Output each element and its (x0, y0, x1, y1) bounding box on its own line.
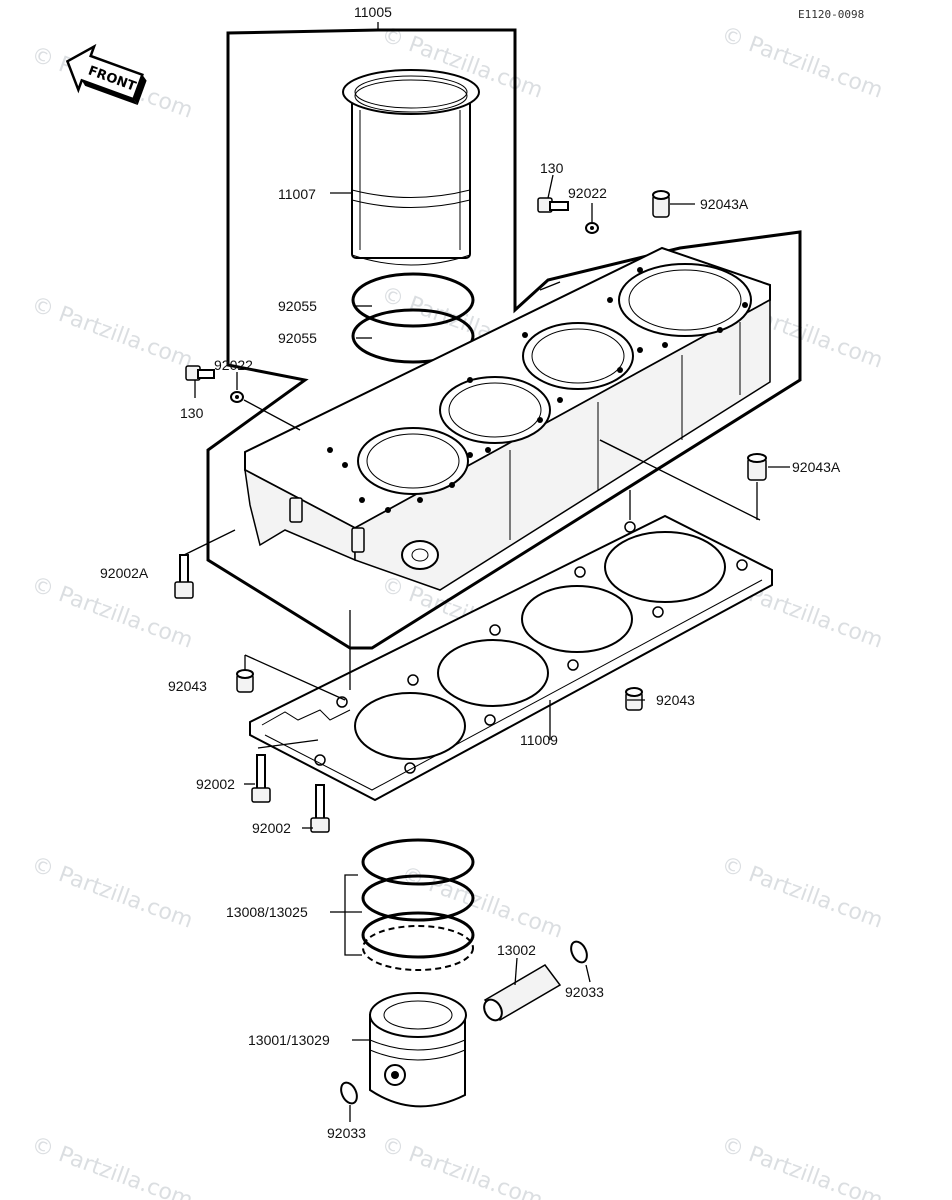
label-13008-13025: 13008/13025 (226, 904, 308, 920)
diagram-code: E1120-0098 (798, 8, 864, 21)
watermark: © Partzilla.com (718, 852, 886, 934)
bolt-92002A (174, 554, 194, 599)
o-rings (351, 272, 475, 364)
cylinder-liner (342, 69, 480, 266)
label-13002: 13002 (497, 942, 536, 958)
label-92043A-top: 92043A (700, 196, 749, 212)
label-92022-top: 92022 (568, 185, 607, 201)
watermark: © Partzilla.com (378, 1132, 546, 1200)
watermark: © Partzilla.com (398, 862, 566, 944)
bolt-92002-a (251, 754, 271, 803)
watermark: © Partzilla.com (718, 1132, 886, 1200)
dowel-92043A-top (652, 190, 670, 218)
label-11007: 11007 (278, 186, 316, 202)
watermark: © Partzilla.com (28, 572, 196, 654)
circlip-bottom (340, 1081, 358, 1105)
dowel-92043-right (625, 687, 643, 711)
label-92055-b: 92055 (278, 330, 317, 346)
label-92033-bottom: 92033 (327, 1125, 366, 1141)
label-92043-left: 92043 (168, 678, 207, 694)
label-92043A-right: 92043A (792, 459, 841, 475)
piston-pin (483, 964, 562, 1022)
label-92002A: 92002A (100, 565, 149, 581)
label-13001-13029: 13001/13029 (248, 1032, 330, 1048)
watermark: © Partzilla.com (718, 22, 886, 104)
assembly-boundary (206, 22, 802, 650)
part-labels: 11005 11007 130 92022 92043A 92055 92055… (100, 4, 841, 1141)
label-130-top: 130 (540, 160, 564, 176)
label-92002-b: 92002 (252, 820, 291, 836)
washer-92022-left (230, 391, 244, 403)
dowel-92043-left (236, 669, 254, 693)
cylinder-block (244, 246, 771, 591)
watermark: © Partzilla.com (28, 292, 196, 374)
front-arrow-icon: FRONT (65, 43, 147, 105)
label-92022-left: 92022 (214, 357, 253, 373)
bolt-130-top (537, 197, 569, 213)
label-130-left: 130 (180, 405, 204, 421)
label-11005: 11005 (354, 4, 392, 20)
washer-92022-top (585, 222, 599, 234)
label-92033-right: 92033 (565, 984, 604, 1000)
dowel-92043A-right (747, 453, 767, 481)
label-92055-a: 92055 (278, 298, 317, 314)
label-92043-right: 92043 (656, 692, 695, 708)
cylinder-gasket (249, 514, 773, 802)
bolt-130-left (185, 365, 215, 381)
circlip-right (570, 940, 588, 964)
leader-lines (183, 174, 790, 1122)
piston (369, 992, 467, 1108)
label-11009: 11009 (520, 732, 558, 748)
label-92002-a: 92002 (196, 776, 235, 792)
watermark: © Partzilla.com (28, 1132, 196, 1200)
bolt-92002-b (310, 784, 330, 833)
watermark: © Partzilla.com (28, 852, 196, 934)
piston-rings (361, 838, 475, 971)
